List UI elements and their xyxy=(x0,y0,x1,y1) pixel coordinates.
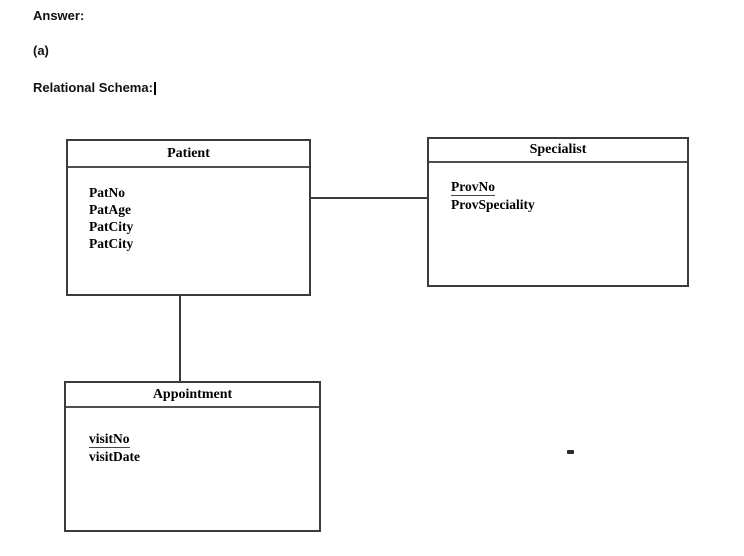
attribute-name: ProvNo xyxy=(451,179,495,196)
attribute-name: PatNo xyxy=(89,185,125,200)
attribute-name: ProvSpeciality xyxy=(451,197,535,212)
entity-title-patient: Patient xyxy=(68,141,309,168)
attribute-name: visitNo xyxy=(89,431,130,448)
attribute-row: PatAge xyxy=(89,201,309,218)
attribute-row: PatCity xyxy=(89,235,309,252)
attribute-name: PatCity xyxy=(89,236,134,251)
part-a-label: (a) xyxy=(33,43,49,58)
attribute-name: visitDate xyxy=(89,449,140,464)
section-title-text: Relational Schema: xyxy=(33,80,153,95)
connector-patient-appointment[interactable] xyxy=(179,296,181,381)
attribute-row: PatCity xyxy=(89,218,309,235)
attribute-name: PatAge xyxy=(89,202,131,217)
entity-title-specialist: Specialist xyxy=(429,139,687,163)
text-caret xyxy=(153,82,156,95)
attribute-row: visitDate xyxy=(89,448,319,465)
attribute-name: PatCity xyxy=(89,219,134,234)
entity-attributes-patient: PatNo PatAge PatCity PatCity xyxy=(68,168,309,252)
attribute-row: ProvSpeciality xyxy=(451,196,687,213)
entity-title-appointment: Appointment xyxy=(66,383,319,408)
entity-attributes-specialist: ProvNo ProvSpeciality xyxy=(429,163,687,213)
entity-box-appointment[interactable]: Appointment visitNo visitDate xyxy=(64,381,321,532)
attribute-row: PatNo xyxy=(89,184,309,201)
entity-box-specialist[interactable]: Specialist ProvNo ProvSpeciality xyxy=(427,137,689,287)
section-title: Relational Schema: xyxy=(33,80,156,95)
attribute-row: visitNo xyxy=(89,430,319,448)
entity-box-patient[interactable]: Patient PatNo PatAge PatCity PatCity xyxy=(66,139,311,296)
stray-mark-dot xyxy=(567,450,574,454)
answer-label: Answer: xyxy=(33,8,85,23)
connector-patient-specialist[interactable] xyxy=(311,197,427,199)
attribute-row: ProvNo xyxy=(451,178,687,196)
entity-attributes-appointment: visitNo visitDate xyxy=(66,408,319,465)
